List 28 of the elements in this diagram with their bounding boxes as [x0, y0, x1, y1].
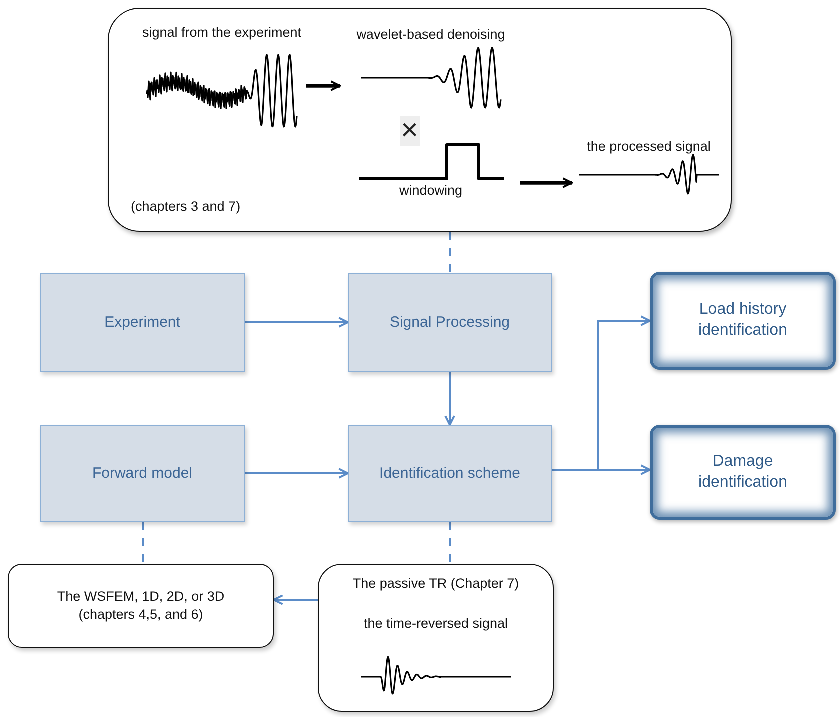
process-panel — [108, 8, 732, 232]
note-box — [8, 564, 274, 648]
step-label: the processed signal — [587, 139, 711, 155]
arrow — [552, 464, 651, 476]
arrow — [444, 372, 456, 426]
arrow — [273, 594, 318, 606]
step-label: signal from the experiment — [142, 25, 302, 41]
step-label: windowing — [399, 183, 463, 199]
process-box: Identification scheme — [348, 425, 552, 522]
process-box: Signal Processing — [348, 273, 552, 372]
output-box: Damage identification — [650, 425, 836, 520]
note-text: The WSFEM, 1D, 2D, or 3D (chapters 4,5, and 6) — [56, 588, 226, 624]
note-text: the time-reversed signal — [364, 615, 508, 634]
output-box: Load history identification — [650, 272, 836, 370]
multiply-sign: × — [400, 116, 420, 146]
note-box — [318, 564, 554, 712]
process-box: Forward model — [40, 425, 245, 522]
process-box: Experiment — [40, 273, 245, 372]
chapter-note: (chapters 3 and 7) — [131, 199, 241, 214]
arrow — [520, 178, 573, 188]
dashed-connector — [449, 522, 451, 564]
dashed-connector — [449, 232, 451, 273]
note-text: The passive TR (Chapter 7) — [352, 575, 520, 593]
arrow — [245, 468, 349, 479]
dashed-connector — [142, 522, 144, 564]
step-label: wavelet-based denoising — [356, 27, 506, 43]
arrow — [306, 80, 341, 92]
arrow — [245, 317, 349, 328]
